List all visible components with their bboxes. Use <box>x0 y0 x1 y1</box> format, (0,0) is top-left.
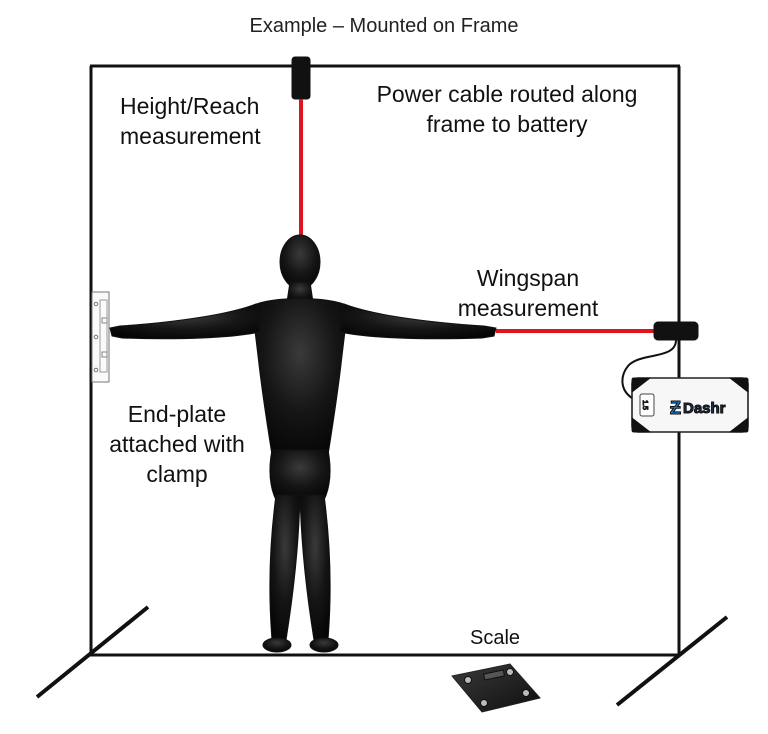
battery-corner-br <box>728 416 749 433</box>
scale-pad-2 <box>506 668 514 676</box>
power-cable-label-line1: Power cable routed along <box>376 81 638 107</box>
end-plate-tab-2 <box>101 351 108 358</box>
right-foot <box>309 637 339 653</box>
height-reach-sensor <box>291 56 311 236</box>
end-plate-clamp <box>91 291 110 383</box>
battery-display <box>639 393 655 417</box>
battery-brand-text: Dashr <box>683 400 726 417</box>
wingspan-label-line2: measurement <box>457 295 599 321</box>
left-arm <box>109 303 261 340</box>
scale-pad-1 <box>464 676 472 684</box>
frame-left-foot <box>35 605 150 699</box>
height-reach-label-line2: measurement <box>120 123 261 149</box>
power-cable-label-line2: frame to battery <box>426 111 588 137</box>
scale-pad-3 <box>480 699 488 707</box>
battery-case <box>631 377 749 433</box>
endplate-label-line2: attached with <box>109 431 245 457</box>
left-foot <box>262 637 292 653</box>
height-reach-label-line1: Height/Reach <box>120 93 260 119</box>
frame-right-foot <box>615 615 729 707</box>
battery-pack: 1.5 Ƶ Dashr <box>631 377 749 433</box>
battery-corner-bl <box>631 416 652 433</box>
battery-display-text: 1.5 <box>641 400 648 410</box>
power-cable <box>621 339 677 399</box>
battery-corner-tl <box>631 377 652 394</box>
hips <box>269 449 331 501</box>
end-plate-screw-2 <box>93 334 99 340</box>
right-leg <box>299 494 331 641</box>
diagram-title: Example – Mounted on Frame <box>249 15 519 37</box>
bathroom-scale <box>451 663 541 713</box>
left-leg <box>269 494 301 641</box>
scale-display <box>483 669 505 681</box>
end-plate-screw-3 <box>93 367 99 373</box>
right-arm <box>339 303 497 340</box>
endplate-label-line3: clamp <box>146 461 208 487</box>
head <box>279 234 321 290</box>
scale-pad-4 <box>522 689 530 697</box>
torso <box>251 298 349 456</box>
wingspan-sensor-body <box>653 321 699 341</box>
battery-logo-mark: Ƶ <box>670 398 681 418</box>
end-plate-tab-1 <box>101 317 108 324</box>
wingspan-label-line1: Wingspan <box>476 265 580 291</box>
human-silhouette <box>109 234 497 653</box>
height-sensor-body <box>291 56 311 100</box>
frame <box>35 64 729 707</box>
scale-platform <box>451 663 541 713</box>
end-plate-bracket <box>99 299 108 373</box>
end-plate-screw-1 <box>93 301 99 307</box>
endplate-label-line1: End-plate <box>127 401 227 427</box>
battery-corner-tr <box>728 377 749 394</box>
scale-label: Scale <box>469 627 521 649</box>
wingspan-sensor <box>496 321 699 399</box>
